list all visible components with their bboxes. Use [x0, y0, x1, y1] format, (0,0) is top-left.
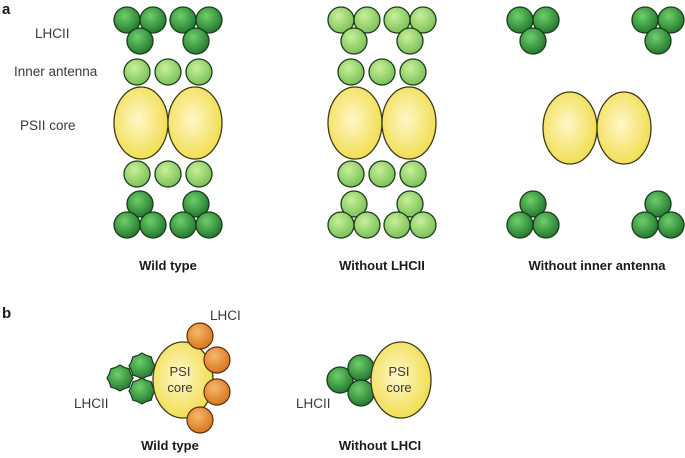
lhcii-monomer — [195, 6, 223, 34]
psi-core-label-line2-without: core — [386, 380, 411, 395]
inner-antenna-protein — [185, 58, 213, 86]
lhcii-monomer — [326, 366, 354, 394]
lhcii-monomer-light — [383, 211, 411, 239]
lhcii-monomer-light — [396, 27, 424, 55]
psi-without-lhci-group — [326, 341, 432, 419]
lhcii-bound-monomer — [128, 377, 156, 405]
inner-antenna-protein — [185, 160, 213, 188]
panel-a-letter: a — [2, 1, 11, 18]
lhcii-monomer — [506, 211, 534, 239]
lhcii-monomer — [519, 27, 547, 55]
lhcii-monomer-light — [353, 211, 381, 239]
lhcii-bound-monomer — [128, 352, 156, 380]
psii-core-monomer — [381, 86, 437, 160]
inner-antenna-protein — [123, 58, 151, 86]
lhcii-monomer — [126, 27, 154, 55]
inner-antenna-protein — [154, 58, 182, 86]
lhcii-monomer-light — [396, 190, 424, 218]
psi-wild-type-group — [106, 322, 231, 434]
inner-antenna-protein — [337, 160, 365, 188]
lhci-protein — [203, 378, 231, 406]
inner-antenna-protein — [154, 160, 182, 188]
lhcii-monomer — [347, 354, 375, 382]
lhcii-monomer — [532, 6, 560, 34]
row-label-psii-core: PSII core — [20, 118, 76, 133]
psii-without-inner-antenna-group — [506, 6, 685, 239]
psi-core-ellipse — [370, 341, 432, 419]
lhcii-monomer — [644, 27, 672, 55]
lhcii-monomer-light — [409, 6, 437, 34]
inner-antenna-protein — [399, 58, 427, 86]
inner-antenna-protein — [399, 160, 427, 188]
lhcii-monomer — [657, 6, 685, 34]
psi-core-label-line2-wild: core — [167, 380, 192, 395]
lhcii-monomer-light — [327, 211, 355, 239]
row-label-inner-antenna: Inner antenna — [14, 64, 98, 79]
label-lhcii-wild-b: LHCII — [74, 396, 109, 411]
inner-antenna-protein — [337, 58, 365, 86]
lhcii-monomer-light — [340, 27, 368, 55]
lhcii-monomer-light — [409, 211, 437, 239]
caption-without-lhci: Without LHCI — [339, 438, 421, 453]
lhcii-monomer — [139, 6, 167, 34]
lhcii-monomer — [126, 190, 154, 218]
inner-antenna-protein — [123, 160, 151, 188]
psi-core-label-line1-without: PSI — [389, 364, 410, 379]
lhcii-monomer — [519, 190, 547, 218]
psii-core-monomer — [596, 91, 652, 165]
psii-without-lhcii-group — [327, 6, 437, 239]
row-label-lhcii: LHCII — [35, 26, 70, 41]
lhci-protein — [186, 322, 214, 350]
psii-wild-type-group — [113, 6, 223, 239]
lhcii-monomer-light — [340, 190, 368, 218]
psii-core-monomer — [327, 86, 383, 160]
lhcii-monomer — [532, 211, 560, 239]
lhcii-monomer — [631, 211, 659, 239]
label-lhcii-without-lhci: LHCII — [296, 396, 331, 411]
panel-b-letter: b — [2, 305, 11, 322]
lhcii-monomer — [347, 379, 375, 407]
lhcii-bound-monomer — [106, 364, 134, 392]
psii-core-monomer — [542, 91, 598, 165]
lhci-protein — [186, 406, 214, 434]
caption-wild-type-b: Wild type — [141, 438, 199, 453]
lhcii-monomer — [113, 211, 141, 239]
lhcii-monomer — [182, 27, 210, 55]
lhcii-monomer — [644, 190, 672, 218]
lhcii-monomer — [657, 211, 685, 239]
psi-core-label-line1-wild: PSI — [170, 364, 191, 379]
caption-wild-type-a: Wild type — [139, 258, 197, 273]
lhcii-monomer-light — [353, 6, 381, 34]
caption-without-lhcii: Without LHCII — [339, 258, 425, 273]
lhcii-monomer — [139, 211, 167, 239]
psii-core-monomer — [167, 86, 223, 160]
lhci-protein — [203, 346, 231, 374]
psii-core-monomer — [113, 86, 169, 160]
inner-antenna-protein — [368, 58, 396, 86]
lhcii-monomer — [195, 211, 223, 239]
lhcii-monomer — [182, 190, 210, 218]
caption-without-inner-antenna: Without inner antenna — [528, 258, 666, 273]
lhcii-monomer — [169, 211, 197, 239]
label-lhci: LHCI — [210, 308, 241, 323]
inner-antenna-protein — [368, 160, 396, 188]
